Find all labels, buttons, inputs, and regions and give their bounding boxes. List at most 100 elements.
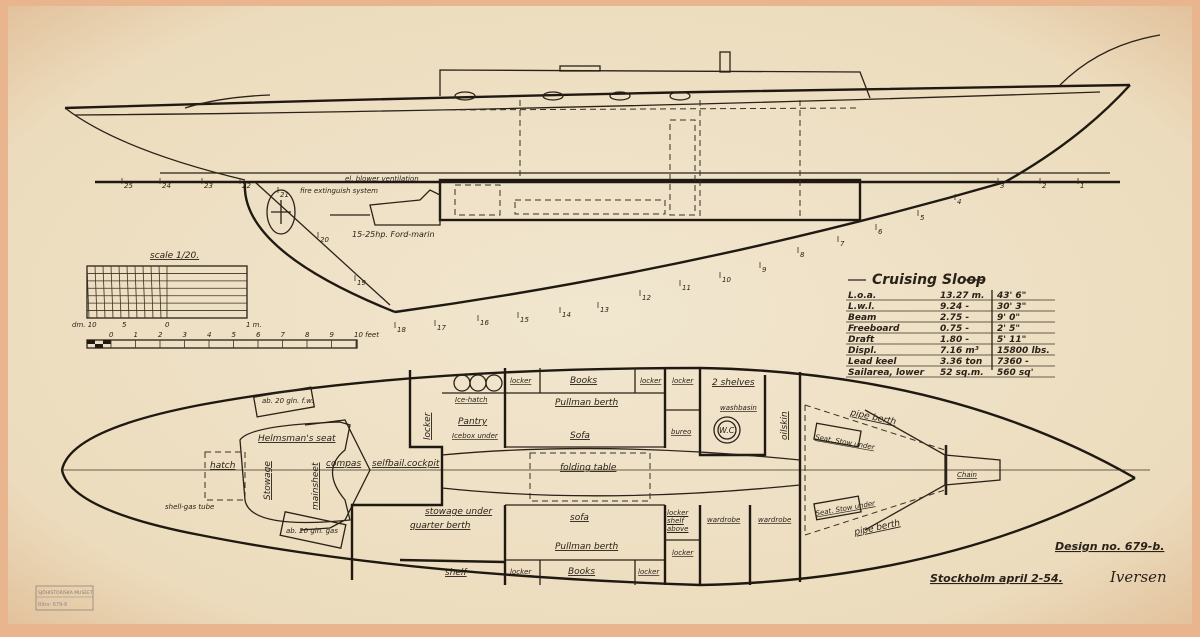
helmsman-seat	[239, 421, 351, 524]
wardrobe-label: wardrobe	[707, 516, 740, 524]
pullman-bottom-label: Pullman berth	[555, 542, 618, 552]
mainsheet-label: mainsheet	[311, 462, 321, 510]
icebox-label: Icebox under	[452, 432, 499, 440]
scale-feet-label: 10 feet	[354, 331, 379, 339]
cockpit-label: selfbail.cockpit	[372, 459, 440, 469]
folding-table-label: folding table	[560, 463, 617, 473]
folding-table-outline	[529, 452, 651, 502]
hatch	[559, 65, 601, 72]
scale-title: scale 1/20.	[150, 251, 199, 261]
station-number: 23	[204, 182, 213, 190]
scale-feet-label: 8	[305, 331, 310, 339]
design-number: Design no. 679-b.	[1055, 540, 1164, 553]
locker-label: locker	[672, 377, 694, 385]
hatch-outline	[204, 451, 246, 501]
spec-metric: 3.36 ton	[940, 357, 982, 367]
propeller-aperture	[266, 189, 296, 235]
spec-imperial: 9' 0"	[997, 313, 1020, 323]
stowage-under-label: stowage under	[425, 507, 493, 517]
station-number: 2	[1042, 182, 1047, 190]
station-number: 10	[722, 276, 731, 284]
plan-outline-port	[60, 366, 1136, 480]
spec-metric: 13.27 m.	[940, 291, 984, 301]
spec-label: Freeboard	[848, 324, 900, 334]
museum-stamp: SJÖHISTORISKA MUSEET Ritnr. 679-6	[35, 585, 94, 611]
station-number: 21	[280, 191, 289, 199]
station-number: 4	[957, 198, 961, 206]
drawing-title: Cruising Sloop	[872, 272, 986, 288]
spec-metric: 0.75 -	[940, 324, 969, 334]
stamp-line1: SJÖHISTORISKA MUSEET	[38, 589, 93, 596]
scale-metric-label: 1 m.	[246, 321, 262, 329]
scale-feet-label: 4	[207, 331, 211, 339]
spec-imperial: 15800 lbs.	[997, 346, 1050, 356]
spec-metric: 52 sq.m.	[940, 368, 984, 378]
scale-feet-label: 1	[134, 331, 138, 339]
station-number: 6	[878, 228, 883, 236]
ice-hatch-label: Ice-hatch	[455, 396, 488, 404]
spec-label: Lead keel	[848, 357, 897, 367]
sofa-top-label: Sofa	[570, 431, 590, 441]
locker-label: locker	[638, 568, 660, 576]
locker-label: locker	[640, 377, 662, 385]
spec-imperial: 30' 3"	[997, 302, 1026, 312]
scale-feet-label: 7	[281, 331, 286, 339]
sheer-line	[64, 83, 1131, 110]
scale-feet-label: 6	[256, 331, 261, 339]
spec-metric: 2.75 -	[940, 313, 969, 323]
fire-label: fire extinguish system	[300, 187, 378, 195]
station-number: 19	[357, 279, 366, 287]
compas-label: compas	[326, 459, 361, 469]
pullman-top-label: Pullman berth	[555, 398, 618, 408]
station-number: 12	[642, 294, 651, 302]
scale-metric-label: dm. 10	[72, 321, 97, 329]
spec-imperial: 560 sq'	[997, 368, 1033, 378]
locker-label: locker	[672, 549, 694, 557]
helmsman-label: Helmsman's seat	[258, 434, 336, 444]
oilskin-label: oilskin	[780, 411, 790, 440]
spec-metric: 1.80 -	[940, 335, 969, 345]
two-shelves-label: 2 shelves	[712, 378, 755, 388]
books-bottom-label: Books	[568, 567, 595, 577]
rail-line	[74, 91, 1101, 116]
spec-label: L.w.l.	[848, 302, 875, 312]
scale-metric-label: 5	[122, 321, 127, 329]
bureau-label: bureo	[671, 428, 691, 436]
chain-label: Chain	[957, 471, 977, 479]
cockpit-well	[299, 419, 371, 531]
shelf-label: shelf	[445, 568, 468, 578]
engine-label: 15-25hp. Ford-marin	[352, 230, 435, 239]
spec-metric: 7.16 m³	[940, 346, 979, 356]
quarter-berth-label: quarter berth	[410, 521, 471, 531]
spec-label: Beam	[848, 313, 876, 323]
propeller-icon	[271, 200, 291, 224]
station-number: 18	[397, 326, 406, 334]
place-date: Stockholm april 2-54.	[930, 572, 1063, 585]
spec-imperial: 5' 11"	[997, 335, 1026, 345]
sofa-bottom-label: sofa	[570, 513, 589, 523]
washbasin-label: washbasin	[720, 404, 757, 412]
profile-view: 15-25hp. Ford-marin el. blower ventilati…	[64, 34, 1161, 334]
station-number: 17	[437, 324, 446, 332]
stowage-label: Stowage	[263, 461, 273, 500]
station-number: 1	[1080, 182, 1084, 190]
station-number: 7	[840, 240, 845, 248]
station-number: 9	[762, 266, 767, 274]
spec-metric: 9.24 -	[940, 302, 969, 312]
scale-feet-label: 5	[232, 331, 237, 339]
fw-tank-label: ab. 20 gln. f.w.	[262, 397, 314, 405]
keel	[394, 180, 1006, 314]
station-number: 11	[682, 284, 691, 292]
locker-aft-label: locker	[423, 411, 433, 440]
interior-outlines	[439, 100, 861, 220]
gas-tank	[279, 511, 347, 549]
station-number: 24	[162, 182, 171, 190]
locker-label: locker	[510, 568, 532, 576]
gas-tank-label: ab. 20 gln. gas	[286, 527, 338, 535]
spec-label: Displ.	[848, 346, 877, 356]
station-number: 16	[480, 319, 489, 327]
station-number: 15	[520, 316, 529, 324]
